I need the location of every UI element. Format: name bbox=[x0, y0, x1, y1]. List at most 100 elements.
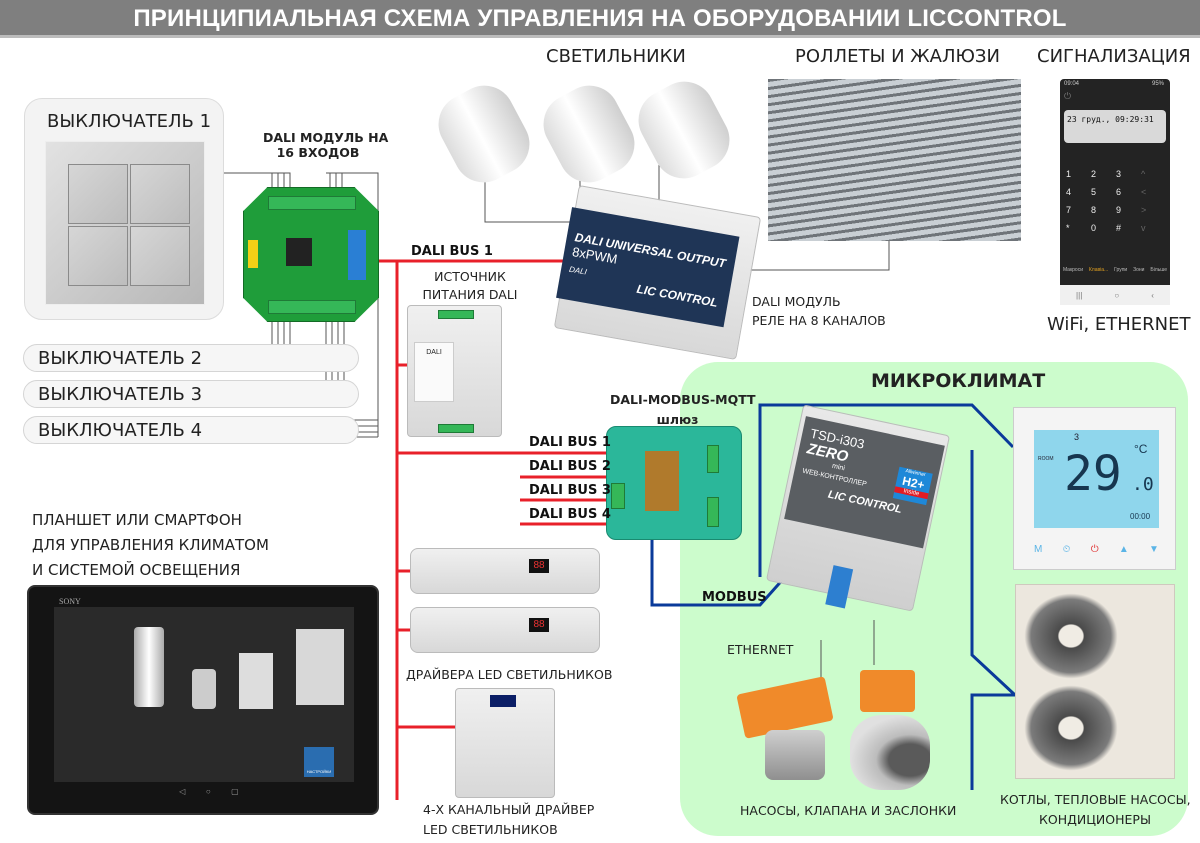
switch-1-card: ВЫКЛЮЧАТЕЛЬ 1 bbox=[24, 98, 224, 320]
tab-more[interactable]: Більше bbox=[1150, 267, 1168, 273]
gateway-bus-4-label: DALI BUS 4 bbox=[529, 507, 611, 522]
gateway-bus-3-label: DALI BUS 3 bbox=[529, 483, 611, 498]
caption-line: КОНДИЦИОНЕРЫ bbox=[1039, 812, 1151, 827]
terminal-block bbox=[438, 310, 474, 319]
terminal-block bbox=[438, 424, 474, 433]
terminal-block bbox=[707, 445, 719, 473]
keypad-key[interactable]: 0 bbox=[1091, 223, 1097, 233]
microclimate-title: МИКРОКЛИМАТ bbox=[871, 370, 1046, 392]
heater bbox=[192, 669, 216, 709]
tab-zones[interactable]: Зони bbox=[1133, 267, 1145, 273]
keypad-key[interactable]: 7 bbox=[1066, 205, 1072, 215]
dali-terminal bbox=[348, 230, 366, 280]
connector bbox=[248, 240, 258, 268]
gateway-bus-2-label: DALI BUS 2 bbox=[529, 459, 611, 474]
actuators-caption: НАСОСЫ, КЛАПАНА И ЗАСЛОНКИ bbox=[740, 803, 957, 818]
caption-line: 4-Х КАНАЛЬНЫЙ ДРАЙВЕР bbox=[423, 802, 595, 817]
thermostat-mode: ROOM bbox=[1038, 456, 1054, 462]
caption-line: DALI МОДУЛЬ НА bbox=[263, 130, 389, 145]
lamp-3 bbox=[627, 71, 741, 189]
blinds-title: РОЛЛЕТЫ И ЖАЛЮЗИ bbox=[795, 46, 1000, 67]
tab-keypad[interactable]: Клавіа... bbox=[1088, 267, 1109, 273]
boiler-tank bbox=[134, 627, 164, 707]
dali-modbus-mqtt-gateway bbox=[606, 426, 742, 540]
switch-1-label: ВЫКЛЮЧАТЕЛЬ 1 bbox=[47, 111, 212, 132]
caption-line: DALI МОДУЛЬ bbox=[752, 294, 841, 309]
soc-badge: Allwinner H2+ Inside bbox=[892, 466, 933, 506]
switch-2-label: ВЫКЛЮЧАТЕЛЬ 2 bbox=[23, 344, 359, 372]
thermostat-temp: 29 bbox=[1064, 446, 1122, 502]
keypad-key[interactable]: * bbox=[1066, 223, 1070, 233]
clock-button[interactable]: ⏲ bbox=[1062, 544, 1071, 555]
alarm-phone: 09:04 95% ⏻ 23 груд., 09:29:31 1 2 3 ^ 4… bbox=[1060, 79, 1170, 305]
keypad-key[interactable]: 2 bbox=[1091, 169, 1097, 179]
modbus-label: MODBUS bbox=[702, 590, 767, 605]
caption-line: DALI-MODBUS-MQTT bbox=[610, 392, 756, 407]
switch-key[interactable] bbox=[130, 226, 190, 286]
keypad-key[interactable]: 9 bbox=[1116, 205, 1122, 215]
thermostat-buttons: M ⏲ ⏻ ▲ ▼ bbox=[1034, 544, 1159, 555]
back-icon[interactable]: ◁ bbox=[179, 787, 186, 796]
home-icon[interactable]: ○ bbox=[1114, 290, 1120, 300]
phone-status-battery: 95% bbox=[1151, 81, 1164, 87]
driver-display bbox=[490, 695, 516, 707]
led-driver-4ch-caption: 4-Х КАНАЛЬНЫЙ ДРАЙВЕР LED СВЕТИЛЬНИКОВ bbox=[423, 800, 594, 840]
power-icon[interactable]: ⏻ bbox=[1064, 91, 1072, 101]
caption-line: ПЛАНШЕТ ИЛИ СМАРТФОН bbox=[32, 511, 242, 529]
hvac-caption: КОТЛЫ, ТЕПЛОВЫЕ НАСОСЫ, КОНДИЦИОНЕРЫ bbox=[1000, 790, 1191, 830]
switch-1-plate[interactable] bbox=[45, 141, 205, 305]
keypad-key[interactable]: > bbox=[1141, 205, 1147, 215]
keypad-key[interactable]: 3 bbox=[1116, 169, 1122, 179]
tab-groups[interactable]: Групи bbox=[1114, 267, 1128, 273]
led-driver-4ch bbox=[455, 688, 555, 798]
led-driver-2: 88 bbox=[410, 607, 600, 653]
switch-key[interactable] bbox=[68, 226, 128, 286]
phone-tabbar: Макроси Клавіа... Групи Зони Більше bbox=[1060, 267, 1170, 273]
keypad-key[interactable]: 8 bbox=[1091, 205, 1097, 215]
tab-macros[interactable]: Макроси bbox=[1062, 267, 1083, 273]
terminal-block bbox=[611, 483, 625, 509]
damper-actuator bbox=[860, 670, 915, 712]
keypad-key[interactable]: < bbox=[1141, 187, 1147, 197]
keypad-key[interactable]: 6 bbox=[1116, 187, 1122, 197]
caption-line: ДЛЯ УПРАВЛЕНИЯ КЛИМАТОМ bbox=[32, 536, 269, 554]
switch-key[interactable] bbox=[68, 164, 128, 224]
keypad-key[interactable]: # bbox=[1116, 223, 1122, 233]
dali-input-module-caption: DALI МОДУЛЬ НА 16 ВХОДОВ bbox=[263, 130, 389, 160]
recent-apps-icon[interactable]: ▢ bbox=[231, 787, 239, 796]
caption-line: И СИСТЕМОЙ ОСВЕЩЕНИЯ bbox=[32, 561, 241, 579]
controller-panel: TSD-i303 ZERO mini WEB-КОНТРОЛЛЕР LIC CO… bbox=[784, 416, 945, 549]
recent-apps-icon[interactable]: ||| bbox=[1076, 290, 1083, 300]
power-button[interactable]: ⏻ bbox=[1090, 544, 1099, 555]
switch-key[interactable] bbox=[130, 164, 190, 224]
switch-3-label: ВЫКЛЮЧАТЕЛЬ 3 bbox=[23, 380, 359, 408]
settings-button[interactable]: НАСТРОЙКИ bbox=[304, 747, 334, 777]
dali-input-module bbox=[243, 187, 379, 322]
lamp-2 bbox=[532, 75, 646, 193]
thermostat-clock: 00:00 bbox=[1130, 512, 1151, 521]
caption-line: ПИТАНИЯ DALI bbox=[422, 287, 518, 302]
keypad-key[interactable]: 4 bbox=[1066, 187, 1072, 197]
terminal-block bbox=[707, 497, 719, 527]
page-title: ПРИНЦИПИАЛЬНАЯ СХЕМА УПРАВЛЕНИЯ НА ОБОРУ… bbox=[0, 0, 1200, 38]
keypad-key[interactable]: 1 bbox=[1066, 169, 1072, 179]
lamp-1 bbox=[427, 75, 541, 193]
up-button[interactable]: ▲ bbox=[1118, 544, 1129, 555]
down-button[interactable]: ▼ bbox=[1149, 544, 1159, 555]
back-icon[interactable]: ‹ bbox=[1151, 290, 1154, 300]
chip bbox=[286, 238, 312, 266]
switch-4-label: ВЫКЛЮЧАТЕЛЬ 4 bbox=[23, 416, 359, 444]
keypad-key[interactable]: v bbox=[1141, 223, 1146, 233]
fan-icon bbox=[1024, 685, 1118, 771]
gateway-caption: DALI-MODBUS-MQTT шлюз bbox=[610, 390, 756, 430]
caption-line: 16 ВХОДОВ bbox=[276, 145, 360, 160]
home-icon[interactable]: ○ bbox=[205, 787, 211, 796]
thermostat-unit: °C bbox=[1134, 442, 1148, 456]
tablet-caption: ПЛАНШЕТ ИЛИ СМАРТФОН ДЛЯ УПРАВЛЕНИЯ КЛИМ… bbox=[32, 508, 269, 583]
mode-button[interactable]: M bbox=[1034, 544, 1043, 555]
caption-line: LED СВЕТИЛЬНИКОВ bbox=[423, 822, 558, 837]
keypad-key[interactable]: 5 bbox=[1091, 187, 1097, 197]
keypad-key[interactable]: ^ bbox=[1141, 169, 1146, 179]
thermostat: 3 ROOM 29 .0 °C 00:00 M ⏲ ⏻ ▲ ▼ bbox=[1013, 407, 1176, 570]
dali-power-supply: DALI bbox=[407, 305, 502, 437]
